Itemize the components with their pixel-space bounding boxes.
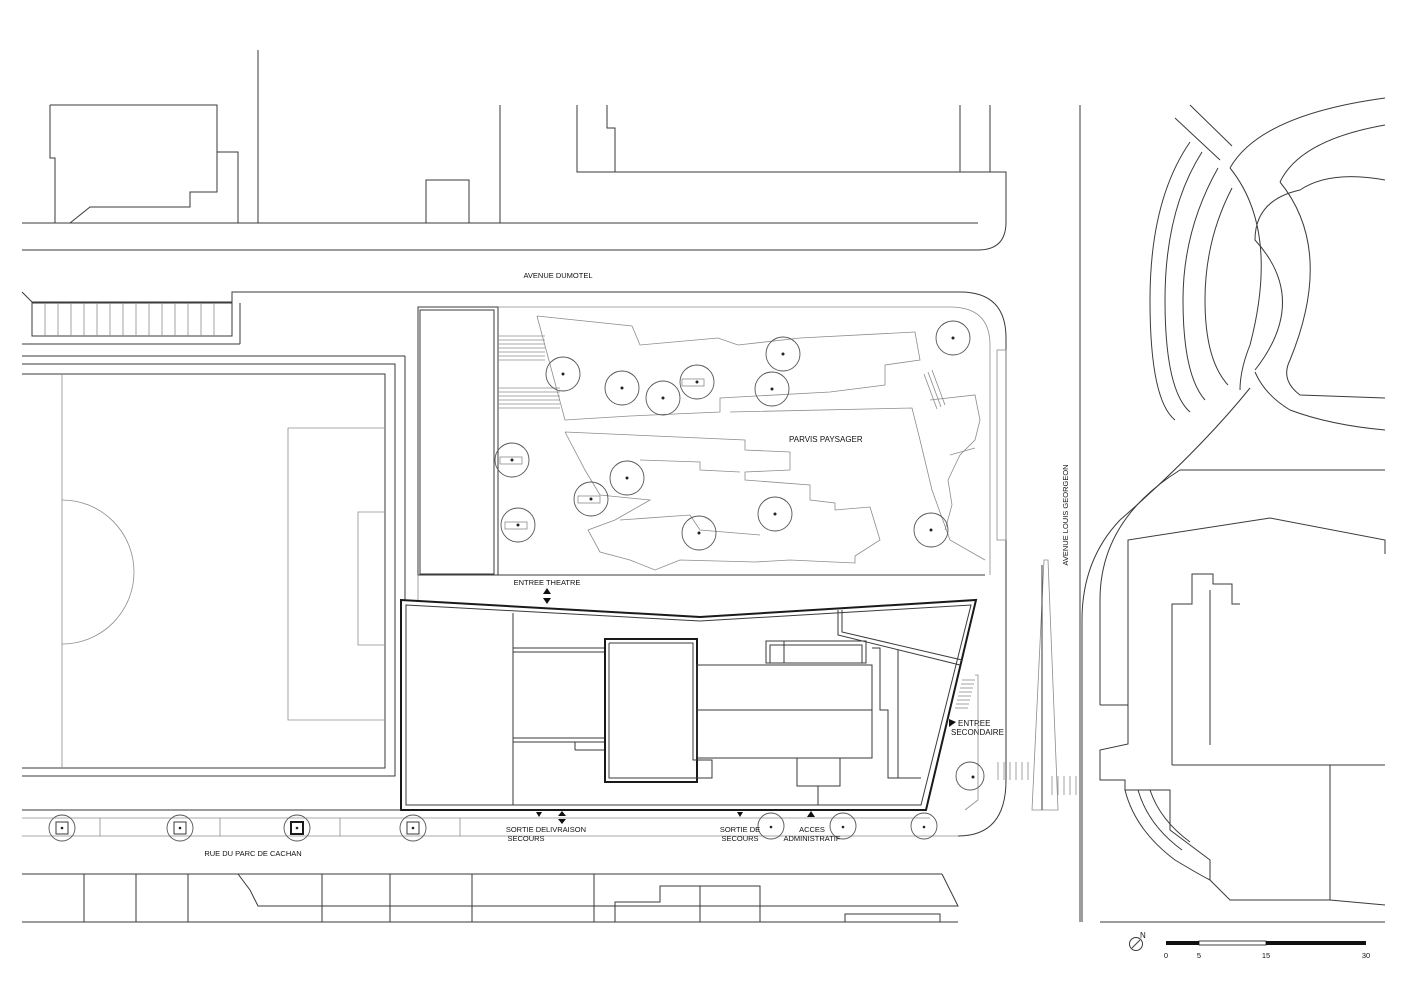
stairs-east <box>955 674 979 811</box>
svg-text:N: N <box>1140 931 1146 940</box>
acces-admin-label-1: ACCES <box>799 825 825 834</box>
sortie-secours-2-arrow-icon <box>737 812 743 817</box>
sortie-secours-2-label-b: SECOURS <box>721 834 758 843</box>
tree <box>48 814 76 842</box>
entree-theatre-arrows-icon <box>543 588 551 604</box>
livraison-arrows-icon <box>558 811 566 816</box>
tree <box>604 370 640 406</box>
tree <box>757 496 793 532</box>
tree <box>757 812 785 840</box>
tree <box>754 371 790 407</box>
access-markers <box>536 811 815 824</box>
street-south <box>22 809 958 837</box>
tree <box>166 814 194 842</box>
south-building-outlines <box>22 873 959 923</box>
parking-strip <box>21 291 1007 837</box>
acces-admin-label-2: ADMINISTRATIF <box>784 834 841 843</box>
tree <box>399 814 427 842</box>
sortie-secours-2-label-a: SORTIE DE <box>720 825 760 834</box>
stairs-north <box>498 335 560 409</box>
tree <box>283 814 311 842</box>
tree <box>913 512 949 548</box>
parking-stall-lines <box>44 303 215 336</box>
trees-parvis <box>494 320 971 551</box>
east-building-outline <box>1099 517 1386 923</box>
tree <box>910 812 938 840</box>
sports-field <box>22 356 406 777</box>
street-label-avenue-louis-georgeon: AVENUE LOUIS GEORGEON <box>1061 464 1070 565</box>
sortie-secours-1-arrow-icon <box>536 812 542 817</box>
street-label-avenue-dumotel: AVENUE DUMOTEL <box>523 271 592 280</box>
tree <box>645 380 681 416</box>
tree <box>765 336 801 372</box>
scale-tick-30: 30 <box>1362 951 1370 960</box>
north-building-outlines <box>22 50 1007 251</box>
tree <box>609 460 645 496</box>
north-arrow-icon: N <box>1129 931 1146 951</box>
livraison-label: LIVRAISON <box>546 825 586 834</box>
tree <box>494 442 530 478</box>
sortie-secours-1-label-b: SECOURS <box>507 834 544 843</box>
tree <box>573 481 609 517</box>
tree <box>829 812 857 840</box>
tree <box>545 356 581 392</box>
acces-admin-arrow-icon <box>807 811 815 817</box>
scale-tick-0: 0 <box>1164 951 1168 960</box>
entree-secondaire-label-2: SECONDAIRE <box>951 728 1004 737</box>
tree <box>681 515 717 551</box>
tree <box>955 761 985 791</box>
entree-secondaire-label-1: ENTREE <box>958 719 990 728</box>
scale-bar: 0 5 15 30 <box>1164 940 1370 960</box>
scale-tick-5: 5 <box>1197 951 1201 960</box>
entree-theatre-label: ENTREE THEATRE <box>514 578 581 587</box>
theatre-building <box>400 598 978 811</box>
roundabout <box>1081 97 1386 922</box>
crosswalks <box>997 762 1077 795</box>
avenue-louis-georgeon <box>1031 105 1081 922</box>
trees-south-row <box>48 812 938 842</box>
scale-tick-15: 15 <box>1262 951 1270 960</box>
tree <box>500 507 536 543</box>
tree <box>679 364 715 400</box>
sortie-secours-1-label-a: SORTIE DE <box>506 825 546 834</box>
parvis-area <box>417 306 1007 600</box>
entree-secondaire-arrow-icon <box>949 719 956 727</box>
parvis-label: PARVIS PAYSAGER <box>789 435 863 444</box>
street-label-rue-parc-cachan: RUE DU PARC DE CACHAN <box>204 849 301 858</box>
tree <box>935 320 971 356</box>
